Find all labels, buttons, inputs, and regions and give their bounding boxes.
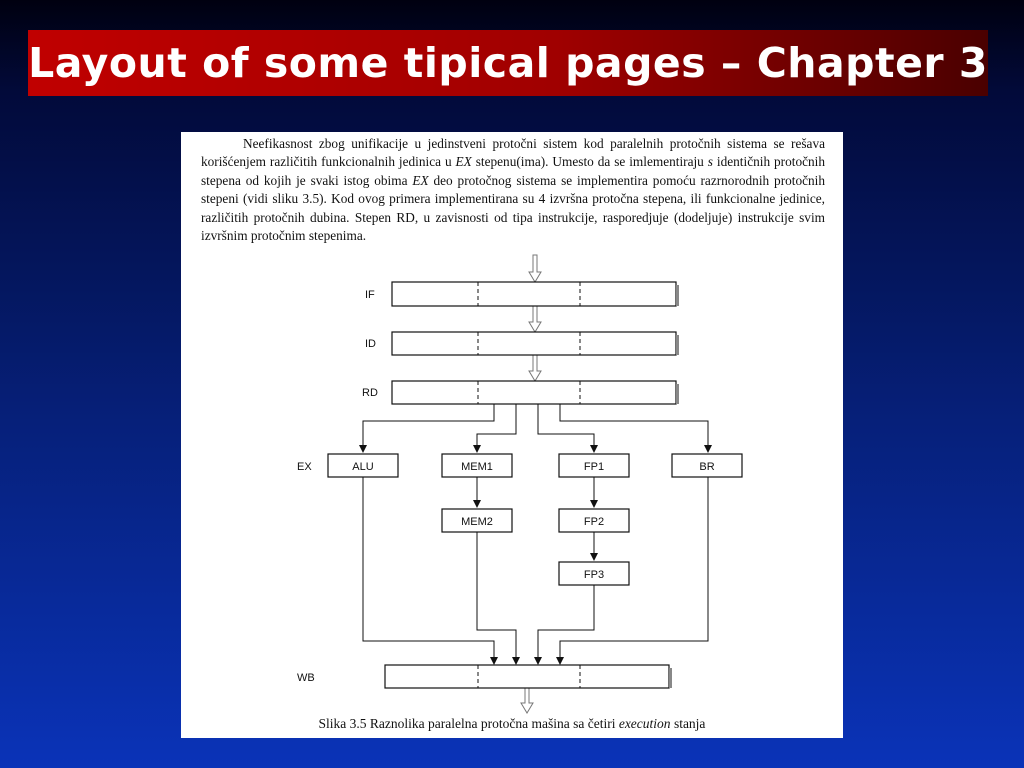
figure-caption: Slika 3.5 Raznolika paralelna protočna m… (181, 716, 843, 732)
stage-label-rd: RD (362, 387, 378, 399)
slide-title-bar: Layout of some tipical pages – Chapter 3 (28, 30, 988, 96)
page-paragraph: Neefikasnost zbog unifikacije u jedinstv… (201, 135, 825, 245)
paragraph-text: identičnih protočnih stepena od kojih je… (201, 154, 825, 188)
unit-br-label: BR (699, 461, 714, 473)
unit-fp1-label: FP1 (584, 461, 604, 473)
stage-label-id: ID (365, 338, 376, 350)
stage-label-wb: WB (297, 672, 315, 684)
paragraph-text: s (707, 154, 713, 170)
paragraph-text: stepenu(ima). Umesto da se imlementiraju (471, 154, 708, 170)
hollow-down-arrow-icon (520, 687, 534, 714)
stage-wb (384, 664, 672, 689)
slide-title: Layout of some tipical pages – Chapter 3 (28, 39, 988, 87)
pipeline-diagram: IF ID RD EX WB ALU MEM1 FP1 BR MEM2 FP2 … (297, 254, 743, 714)
unit-mem2-label: MEM2 (461, 516, 493, 528)
paragraph-text: Neefikasnost zbog unifikacije u jedinstv… (201, 136, 825, 170)
caption-text: stanja (670, 716, 706, 731)
stage-id (391, 331, 679, 356)
stage-label-if: IF (365, 289, 375, 301)
unit-mem1-label: MEM1 (461, 461, 493, 473)
stage-rd (391, 380, 679, 405)
unit-fp2-label: FP2 (584, 516, 604, 528)
hollow-down-arrow-icon (528, 354, 542, 382)
caption-text: execution (618, 716, 671, 731)
caption-text: Slika 3.5 Raznolika paralelna protočna m… (318, 716, 619, 731)
unit-br-box (671, 453, 743, 478)
hollow-down-arrow-icon (528, 254, 542, 283)
unit-fp3-label: FP3 (584, 569, 604, 581)
unit-alu-label: ALU (352, 461, 373, 473)
hollow-down-arrow-icon (528, 305, 542, 333)
paragraph-text: EX (412, 172, 429, 188)
paragraph-text: deo protočnog sistema se implementira po… (201, 172, 825, 244)
paragraph-text: EX (455, 154, 472, 170)
stage-label-ex: EX (297, 461, 312, 473)
book-page-excerpt: Neefikasnost zbog unifikacije u jedinstv… (181, 132, 843, 738)
stage-if (391, 281, 679, 307)
